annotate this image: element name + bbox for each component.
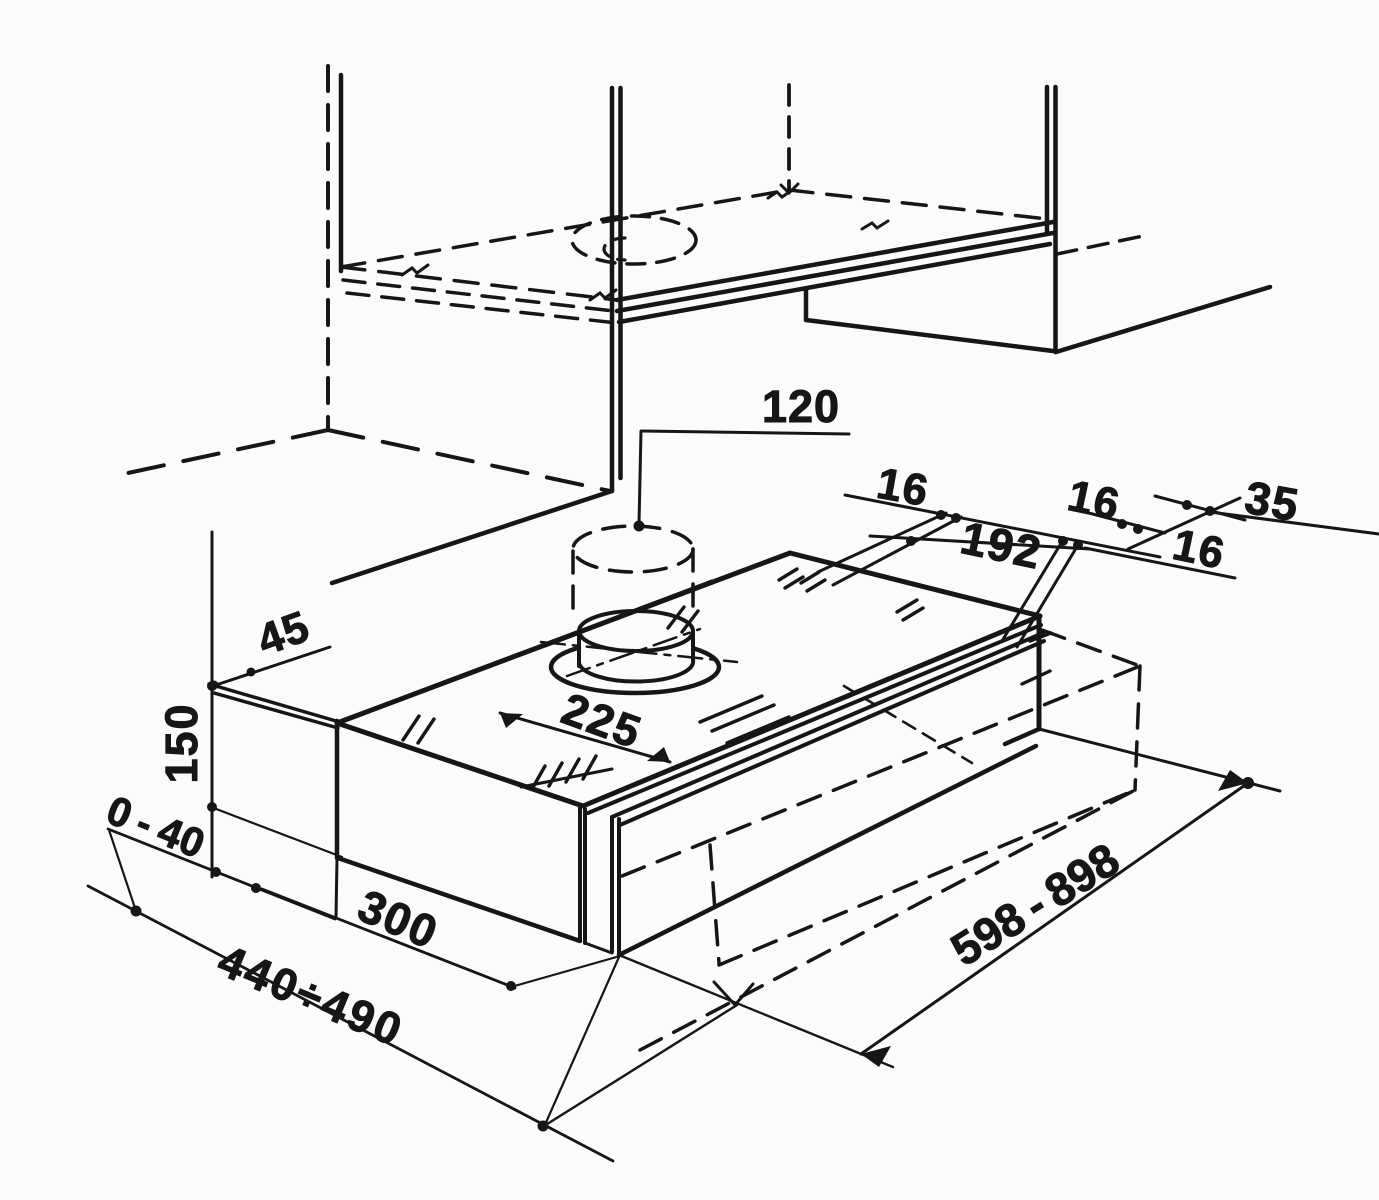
svg-text:440÷490: 440÷490 <box>211 935 411 1057</box>
svg-text:16: 16 <box>873 459 933 516</box>
svg-text:192: 192 <box>956 511 1046 579</box>
svg-text:16: 16 <box>1169 520 1230 579</box>
svg-text:598 - 898: 598 - 898 <box>942 833 1128 976</box>
svg-text:120: 120 <box>762 381 840 432</box>
svg-text:150: 150 <box>156 702 207 783</box>
svg-text:35: 35 <box>1241 471 1303 532</box>
svg-text:16: 16 <box>1064 471 1125 530</box>
